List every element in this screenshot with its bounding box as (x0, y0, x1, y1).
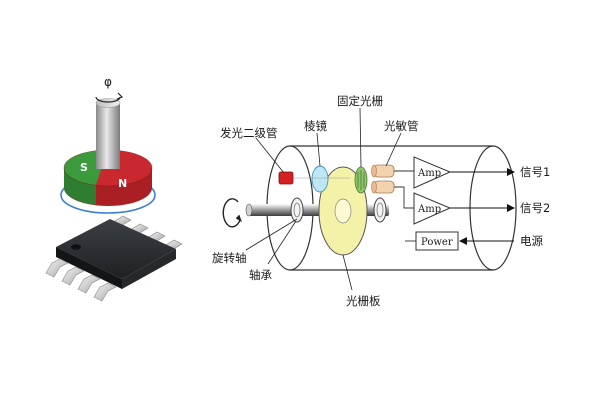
grating-disk (318, 166, 368, 256)
svg-text:Power: Power (421, 237, 453, 248)
output-signal1: 信号1 (520, 165, 550, 179)
label-led: 发光二级管 (220, 126, 278, 140)
amplifier-1: Amp (413, 156, 452, 189)
output-supply: 电源 (520, 234, 543, 248)
label-grating-disk: 光栅板 (346, 294, 381, 308)
led-emitter (278, 171, 294, 185)
sensor-chip (45, 215, 183, 302)
prism-lens (311, 165, 329, 193)
optical-encoder-diagram: Amp Amp Power (212, 94, 550, 308)
rotation-arrow-icon (95, 92, 124, 103)
magnetic-encoder-figure: S N φ (45, 75, 183, 302)
magnet-pole-n: N (118, 177, 127, 190)
label-prism: 棱镜 (304, 119, 327, 133)
label-shaft: 旋转轴 (212, 251, 247, 265)
pin-one-marker (71, 244, 81, 250)
photodiode-top (371, 164, 395, 178)
shaft-rotation-icon (222, 198, 242, 228)
svg-text:Amp: Amp (417, 168, 441, 179)
power-module: Power (405, 231, 459, 251)
magnet-pole-s: S (80, 161, 88, 174)
label-bearing: 轴承 (249, 268, 272, 282)
amplifier-2: Amp (413, 192, 452, 225)
bearing-right (373, 197, 387, 223)
label-photodiode: 光敏管 (384, 119, 419, 133)
photodiode-bottom (371, 180, 395, 194)
ring-magnet: S N (63, 149, 153, 206)
leader-lines (245, 107, 402, 291)
magnet-shaft (95, 98, 121, 169)
fixed-grating (354, 166, 368, 194)
signal-wires (394, 170, 414, 209)
svg-text:Amp: Amp (417, 204, 441, 215)
chip-pins-front (45, 258, 117, 302)
output-signal2: 信号2 (520, 201, 550, 215)
bearing-left (290, 197, 304, 223)
angle-symbol: φ (104, 75, 112, 89)
label-fixed-grating: 固定光栅 (337, 94, 383, 108)
